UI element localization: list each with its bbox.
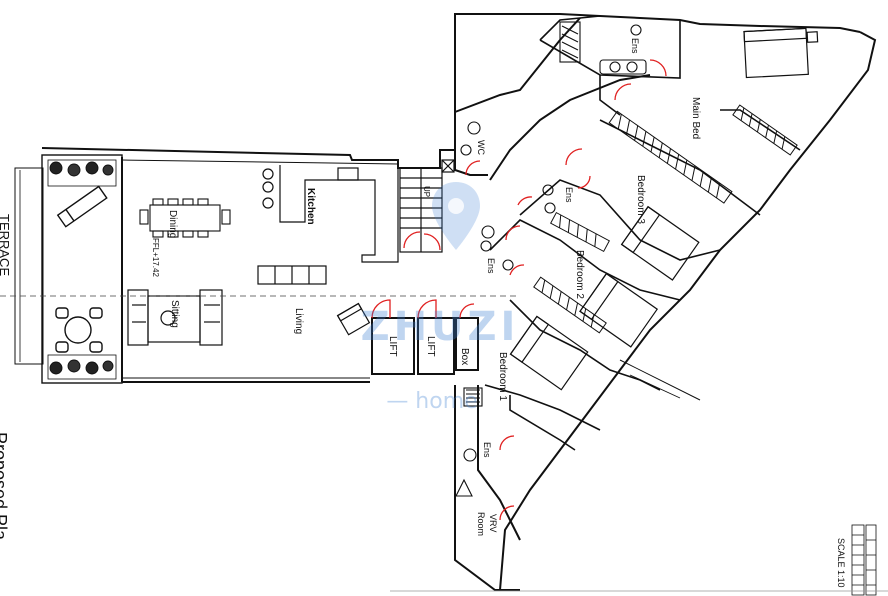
label-box: Box [459, 348, 470, 365]
label-stair-up: UP [422, 186, 431, 197]
label-vrv: VRV [488, 514, 498, 532]
bathroom-fixtures [455, 21, 647, 497]
main-living-walls [41, 147, 455, 383]
stair-core [399, 159, 455, 253]
wardrobes [533, 104, 798, 334]
label-bedroom-3: Bedroom 3 [635, 175, 646, 224]
beds [509, 27, 819, 391]
scale-bar [851, 524, 877, 596]
label-vrv-room: Room [476, 512, 486, 536]
door-swings [371, 59, 667, 521]
watermark-sub: — home [386, 389, 477, 414]
label-kitchen: Kitchen [305, 188, 316, 225]
scale-label: SCALE 1:10 [836, 538, 846, 588]
margin-left-text: TERRACE [0, 214, 12, 277]
dining-table [139, 198, 231, 238]
watermark: ZHUZI — home [361, 182, 520, 414]
label-bedroom-2: Bedroom 2 [574, 250, 585, 299]
label-ens-left: Ens [486, 258, 496, 274]
label-wc: WC [476, 140, 486, 155]
label-lift-1: LIFT [387, 336, 398, 357]
label-lift-2: LIFT [425, 336, 436, 357]
label-ens-top: Ens [630, 38, 640, 54]
margin-bottom-text: Proposed Pla [0, 432, 10, 541]
label-level: FFL+17.42 [151, 238, 160, 277]
label-dining: Dining [167, 210, 178, 238]
label-living: Living [293, 308, 304, 334]
label-bedroom-1: Bedroom 1 [497, 352, 508, 401]
label-sitting: Sitting [169, 300, 180, 328]
watermark-brand: ZHUZI [361, 304, 520, 350]
terrace-area [14, 154, 123, 384]
room-labels: Kitchen Dining Living Sitting FFL+17.42 … [151, 38, 701, 536]
label-main-bed: Main Bed [690, 97, 701, 139]
location-pin-icon [432, 182, 480, 250]
label-ens-mid: Ens [564, 187, 574, 203]
corridor-walls [454, 13, 877, 591]
bedroom-partitions [484, 15, 801, 451]
sitting-sofas [127, 289, 371, 346]
label-ens-bottom: Ens [482, 442, 492, 458]
kitchen-island [257, 265, 327, 285]
diagonal-line [629, 374, 681, 399]
kitchen-counter [262, 165, 399, 263]
